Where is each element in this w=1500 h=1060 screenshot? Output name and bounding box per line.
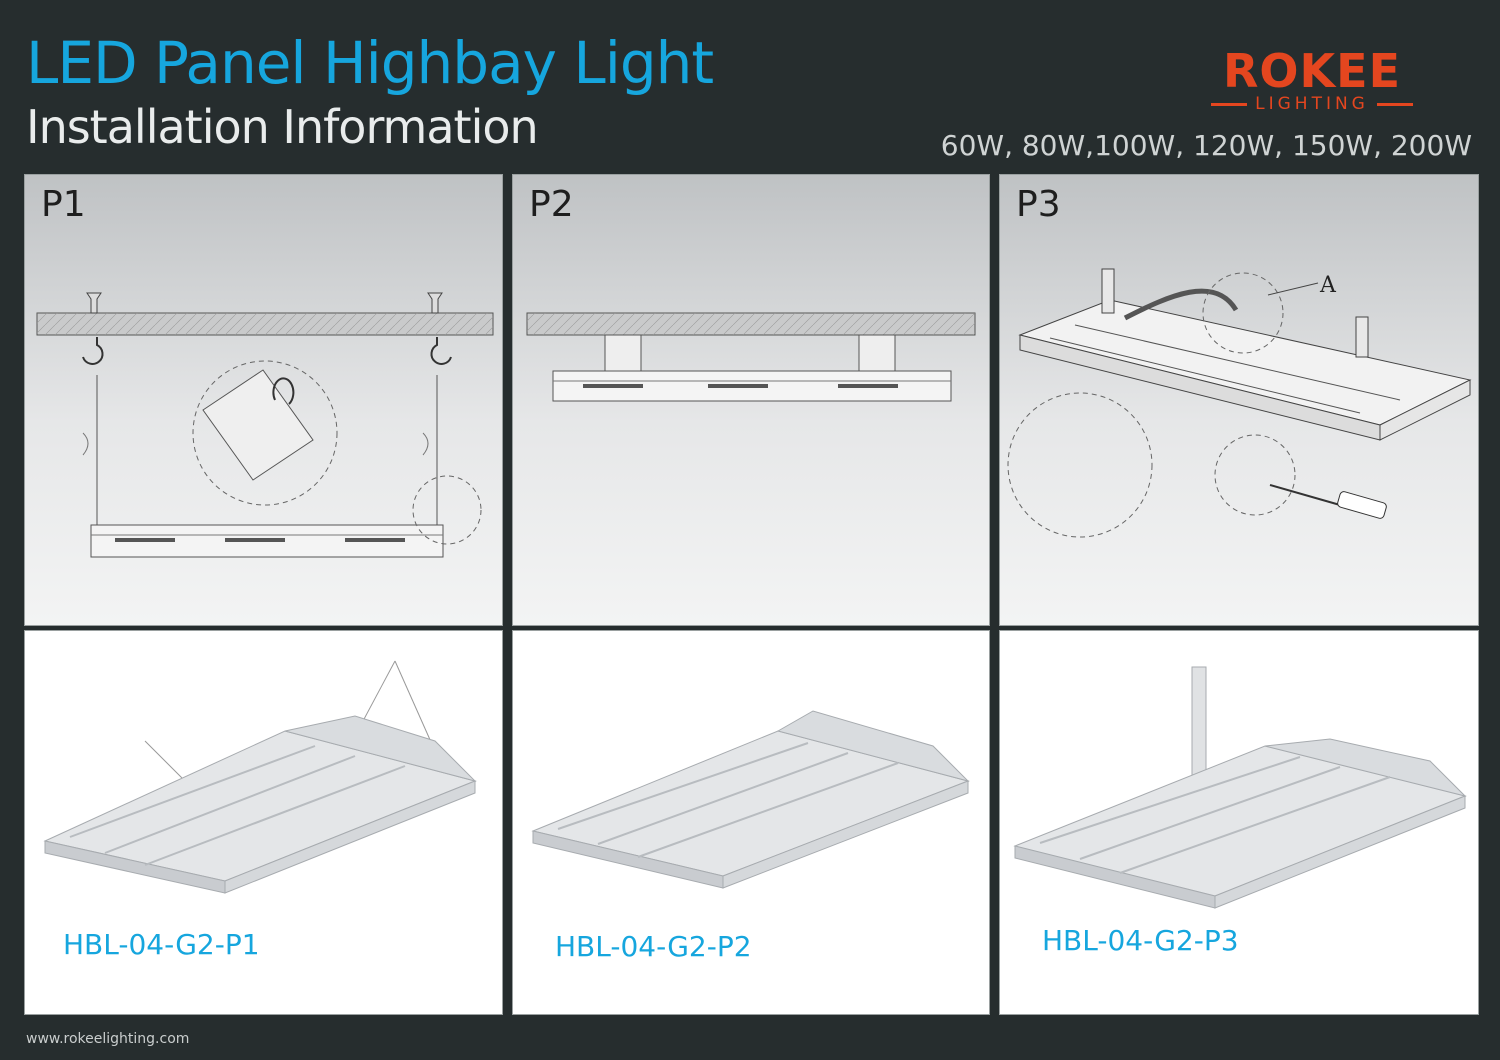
brand-rule-right [1376,103,1413,106]
diagram-panel-p3: P3 A [999,174,1479,626]
model-label-p2: HBL-04-G2-P2 [555,930,752,963]
diagram-label-p2: P2 [529,184,574,225]
wattage-list: 60W, 80W,100W, 120W, 150W, 200W [940,129,1472,162]
p3-pendant-mount-diagram [1007,268,1472,538]
product-panel-p3: HBL-04-G2-P3 [999,630,1479,1015]
product-panel-p1: HBL-04-G2-P1 [24,630,503,1015]
brand-name: ROKEE [1222,44,1402,98]
diagram-panel-p1: P1 [24,174,503,626]
diagram-panel-p2: P2 [512,174,990,626]
model-label-p3: HBL-04-G2-P3 [1042,924,1239,957]
product-image-p2 [531,710,970,889]
brand-logo: ROKEE LIGHTING [1196,48,1428,118]
diagram-label-p1: P1 [41,184,86,225]
product-image-p1 [43,660,477,894]
brand-tagline-row: LIGHTING [1196,96,1428,113]
diagram-label-p3: P3 [1016,184,1061,225]
callout-label-a: A [1320,273,1336,298]
brand-tagline: LIGHTING [1255,94,1369,114]
product-image-p3 [1013,666,1467,909]
product-panel-p2: HBL-04-G2-P2 [512,630,990,1015]
footer-url[interactable]: www.rokeelighting.com [26,1031,190,1047]
model-label-p1: HBL-04-G2-P1 [63,928,260,961]
page-subtitle: Installation Information [26,100,539,154]
page-title: LED Panel Highbay Light [26,29,714,97]
brand-rule-left [1211,103,1248,106]
p1-chain-hook-diagram [36,292,494,558]
p2-surface-mount-diagram [526,312,976,402]
